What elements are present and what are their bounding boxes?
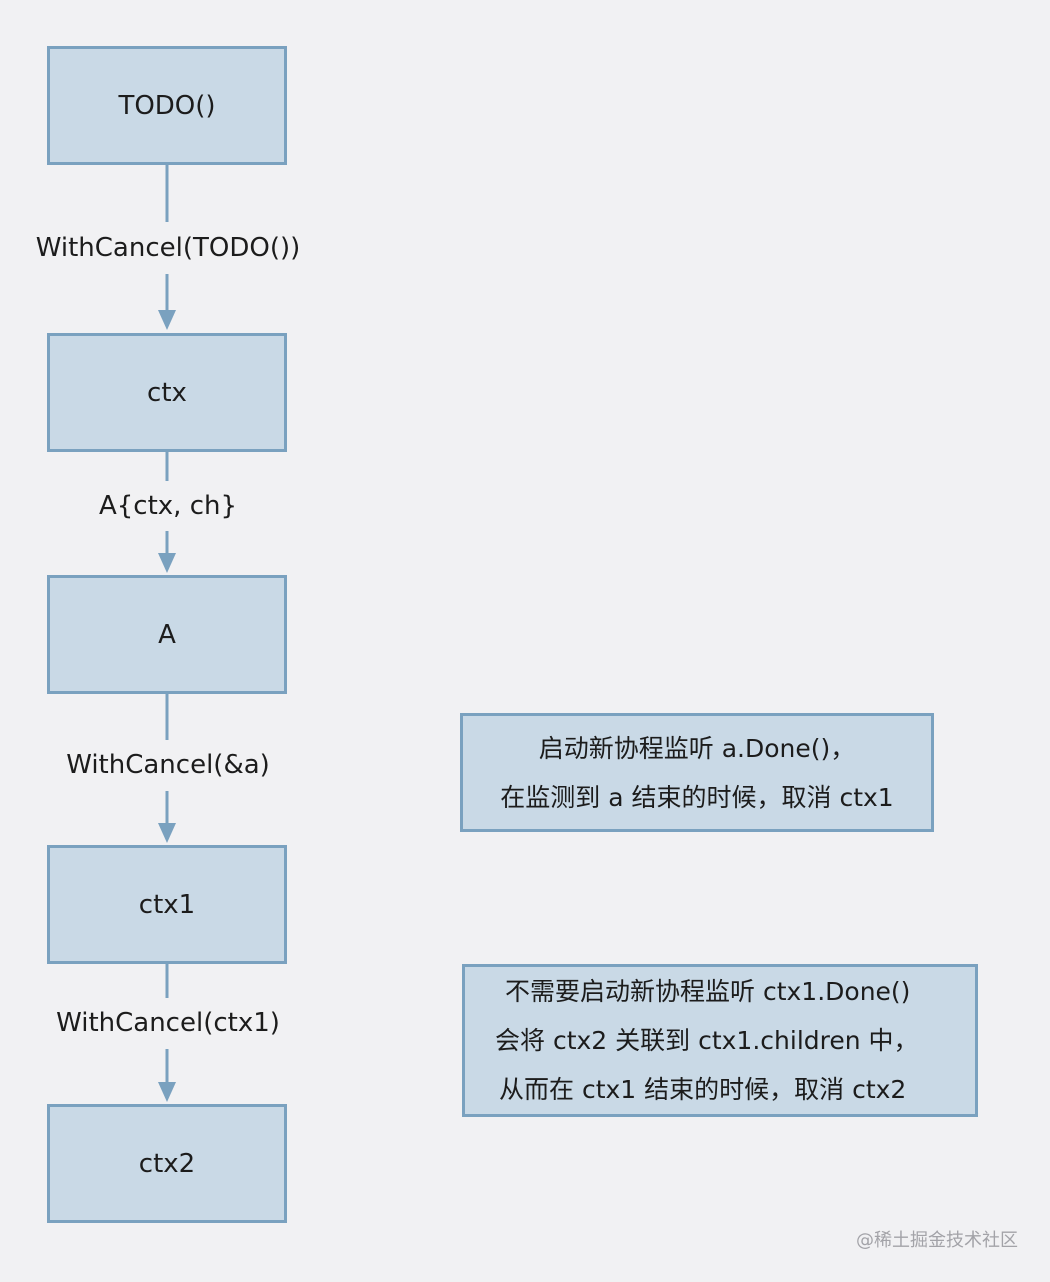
node-todo-label: TODO(): [118, 90, 216, 121]
edge-label-ctx1-ctx2: WithCancel(ctx1): [56, 1008, 280, 1038]
note-ctx1-children: 不需要启动新协程监听 ctx1.Done() 会将 ctx2 关联到 ctx1.…: [462, 964, 978, 1117]
arrowhead-ctx-icon: [158, 310, 176, 330]
node-ctx2-label: ctx2: [138, 1148, 196, 1179]
node-ctx: ctx: [47, 333, 287, 452]
note-ctx1-line-3: 从而在 ctx1 结束的时候，取消 ctx2: [499, 1075, 907, 1104]
node-ctx1: ctx1: [47, 845, 287, 964]
note-ctx1-line-2: 会将 ctx2 关联到 ctx1.children 中，: [495, 1026, 919, 1055]
arrowhead-a-icon: [158, 553, 176, 573]
node-ctx2: ctx2: [47, 1104, 287, 1223]
arrowhead-ctx2-icon: [158, 1082, 176, 1102]
note-a-line-2: 在监测到 a 结束的时候，取消 ctx1: [500, 782, 894, 812]
arrowhead-ctx1-icon: [158, 823, 176, 843]
note-a-done: 启动新协程监听 a.Done()， 在监测到 a 结束的时候，取消 ctx1: [460, 713, 934, 832]
edge-label-ctx-a: A{ctx, ch}: [98, 491, 238, 521]
node-a: A: [47, 575, 287, 694]
note-a-line-1: 启动新协程监听 a.Done()，: [538, 733, 856, 763]
node-todo: TODO(): [47, 46, 287, 165]
edge-label-a-ctx1: WithCancel(&a): [66, 750, 270, 780]
node-a-label: A: [158, 619, 176, 650]
node-ctx-label: ctx: [147, 377, 187, 408]
note-ctx1-line-1: 不需要启动新协程监听 ctx1.Done(): [505, 977, 911, 1006]
node-ctx1-label: ctx1: [138, 889, 196, 920]
edge-label-todo-ctx: WithCancel(TODO()): [35, 233, 301, 263]
watermark: @稀土掘金技术社区: [856, 1230, 1018, 1251]
